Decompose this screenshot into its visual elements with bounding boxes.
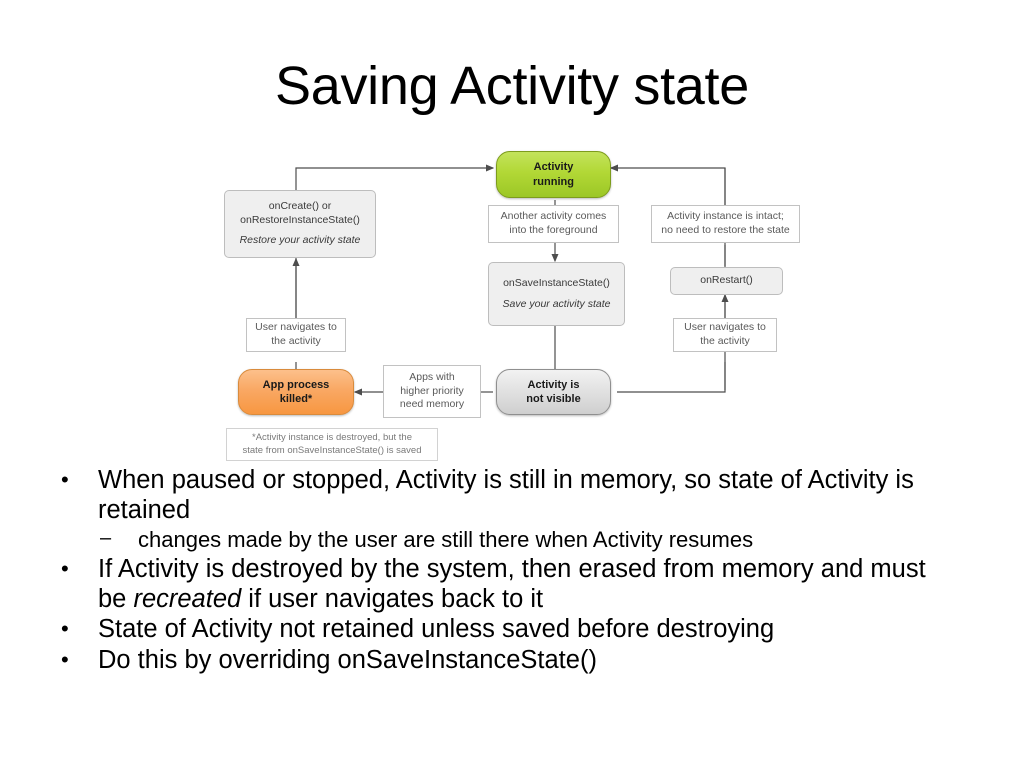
state-app-process-killed[interactable]: App process killed* — [238, 369, 354, 415]
oncreate-line2: onRestoreInstanceState() — [240, 213, 360, 226]
diagram-footnote-line1: *Activity instance is destroyed, but the — [252, 432, 412, 444]
bullet-text-post: if user navigates back to it — [241, 584, 544, 613]
note-another-activity-foreground: Another activity comes into the foregrou… — [488, 205, 619, 243]
note-higher-priority-line1: Apps with — [409, 371, 455, 384]
bullet-marker: • — [61, 646, 69, 672]
note-higher-priority-line2: higher priority — [400, 384, 464, 397]
oncreate-line1: onCreate() or — [268, 200, 332, 213]
bullet-marker: • — [61, 616, 69, 642]
bullet-text: When paused or stopped, Activity is stil… — [98, 466, 914, 524]
oncreate-italic-hint: Restore your activity state — [239, 234, 361, 247]
note-user-navigates-left: User navigates to the activity — [246, 318, 346, 352]
note-instance-intact: Activity instance is intact; no need to … — [651, 205, 800, 243]
onsaveinstancestate-italic-hint: Save your activity state — [502, 297, 611, 310]
bullet-marker: • — [61, 467, 69, 492]
bullet-text: If Activity is destroyed by the system, … — [98, 555, 953, 614]
bullet-item-4: • State of Activity not retained unless … — [56, 615, 968, 645]
onrestart-label: onRestart() — [700, 274, 753, 287]
state-activity-not-visible-line1: Activity is — [527, 378, 580, 391]
state-activity-running-line1: Activity — [533, 161, 574, 174]
note-higher-priority-line3: need memory — [399, 398, 465, 411]
note-instance-intact-line1: Activity instance is intact; — [667, 210, 784, 223]
activity-state-lifecycle-diagram: Activity running onCreate() or onRestore… — [218, 140, 818, 470]
onsaveinstancestate-line1: onSaveInstanceState() — [503, 276, 610, 289]
state-activity-running-line2: running — [533, 175, 574, 188]
bullet-marker: • — [61, 556, 69, 582]
method-box-onsaveinstancestate[interactable]: onSaveInstanceState() Save your activity… — [488, 262, 625, 326]
note-user-navigates-right: User navigates to the activity — [673, 318, 777, 352]
method-box-onrestart[interactable]: onRestart() — [670, 267, 783, 295]
state-app-process-killed-line1: App process — [262, 378, 330, 391]
state-activity-not-visible-line2: not visible — [526, 393, 581, 405]
diagram-footnote-line2: state from onSaveInstanceState() is save… — [242, 444, 422, 456]
bullet-text-pre: If Activity is destroyed by the system, … — [98, 555, 926, 613]
note-higher-priority-memory: Apps with higher priority need memory — [383, 365, 481, 418]
note-user-navigates-right-line2: the activity — [700, 335, 750, 347]
bullet-item-5: • Do this by overriding onSaveInstanceSt… — [56, 646, 968, 676]
bullet-item-3: • If Activity is destroyed by the system… — [56, 555, 968, 614]
state-activity-not-visible[interactable]: Activity is not visible — [496, 369, 611, 415]
state-activity-running[interactable]: Activity running — [496, 151, 611, 198]
bullet-text: changes made by the user are still there… — [138, 527, 754, 553]
page-title: Saving Activity state — [275, 56, 749, 116]
note-user-navigates-right-line1: User navigates to — [684, 321, 766, 334]
note-another-activity-line1: Another activity comes — [500, 210, 607, 223]
bullet-text: Do this by overriding onSaveInstanceStat… — [98, 645, 597, 674]
diagram-footnote: *Activity instance is destroyed, but the… — [226, 428, 438, 461]
bullet-item-1: • When paused or stopped, Activity is st… — [56, 466, 968, 525]
bullet-marker: – — [100, 527, 112, 550]
bullet-item-2-sub: – changes made by the user are still the… — [56, 527, 968, 553]
note-user-navigates-left-line1: User navigates to — [255, 321, 337, 334]
state-app-process-killed-line2: killed* — [279, 393, 313, 405]
note-another-activity-line2: into the foreground — [509, 224, 598, 236]
note-instance-intact-line2: no need to restore the state — [661, 224, 790, 236]
bullet-text: State of Activity not retained unless sa… — [98, 615, 775, 644]
note-user-navigates-left-line2: the activity — [271, 335, 321, 347]
bullet-list: • When paused or stopped, Activity is st… — [56, 466, 968, 676]
method-box-oncreate-onrestoreinstancestate[interactable]: onCreate() or onRestoreInstanceState() R… — [224, 190, 376, 258]
bullet-text-emphasis: recreated — [133, 584, 242, 613]
